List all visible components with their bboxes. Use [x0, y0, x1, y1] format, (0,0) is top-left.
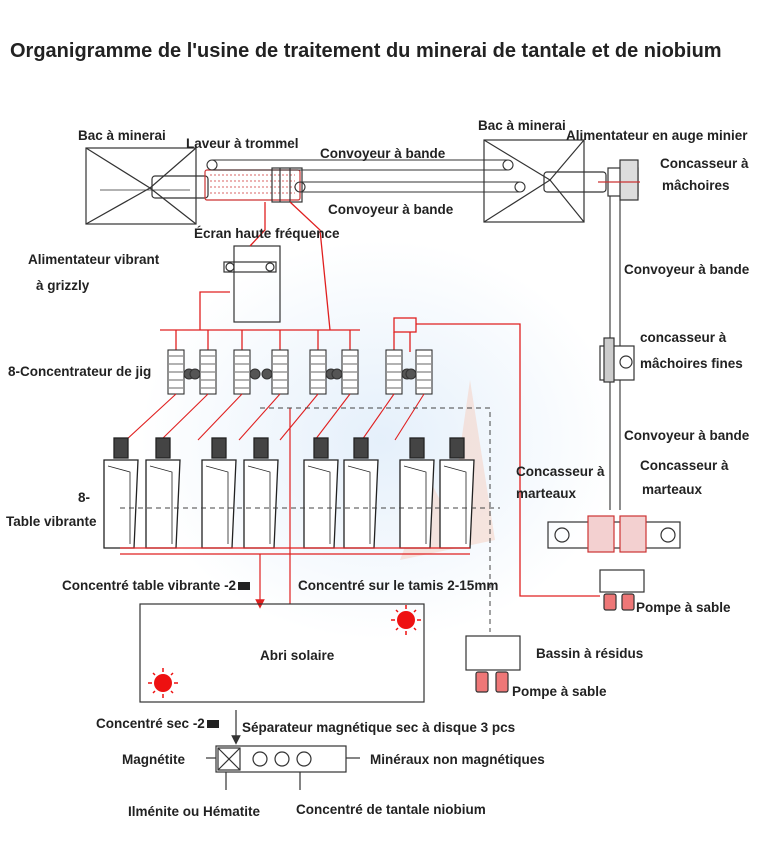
- mm-glyph: [206, 720, 219, 728]
- grizzly-feeder-label-2: à grizzly: [36, 278, 90, 293]
- hammer-crushers: [547, 515, 681, 553]
- jig-unit: [197, 349, 261, 441]
- concentrate-table-unit: -2: [224, 578, 237, 593]
- concentrate-table-text: Concentré table vibrante: [62, 578, 221, 593]
- sand-pump-label-2: Pompe à sable: [512, 684, 607, 699]
- vibrating-table-unit: [399, 437, 435, 549]
- solar-shelter: [139, 603, 425, 703]
- solar-shelter-label: Abri solaire: [260, 648, 335, 663]
- jig-unit: [125, 349, 195, 441]
- non-magnetic-label: Minéraux non magnétiques: [370, 752, 545, 767]
- fine-jaw-crusher: [599, 337, 635, 383]
- jig-unit: [394, 349, 433, 441]
- sump-right: [599, 569, 645, 611]
- high-frequency-screen: [223, 245, 281, 323]
- sun-icon: [391, 605, 421, 635]
- concentrate-flow: [120, 408, 470, 609]
- dry-concentrate-text: Concentré sec: [96, 716, 190, 731]
- page-title: Organigramme de l'usine de traitement du…: [10, 40, 722, 62]
- screen-label: Écran haute fréquence: [194, 226, 340, 241]
- ilmenite-label: Ilménite ou Hématite: [128, 804, 261, 819]
- fine-jaw-label-1: concasseur à: [640, 330, 727, 345]
- conveyor-second: [294, 181, 526, 193]
- concentrate-table-label: Concentré table vibrante -2: [62, 578, 251, 595]
- jig-unit: [314, 349, 359, 441]
- jaw-crusher-label-1: Concasseur à: [660, 156, 749, 171]
- magnetic-separator-label: Séparateur magnétique sec à disque 3 pcs: [242, 720, 516, 735]
- hammer-right-label-2: marteaux: [642, 482, 703, 497]
- vibrating-table-unit: [145, 437, 181, 549]
- sieve-concentrate-label: Concentré sur le tamis 2-15mm: [298, 578, 499, 593]
- conveyor-mid-label: Convoyeur à bande: [328, 202, 454, 217]
- mm-glyph: [238, 582, 251, 590]
- table-label-1: 8-: [78, 490, 91, 505]
- hammer-right-label-1: Concasseur à: [640, 458, 729, 473]
- conveyor-right-label-1: Convoyeur à bande: [624, 262, 750, 277]
- grizzly-feeder-label-1: Alimentateur vibrant: [28, 252, 160, 267]
- jig-label: 8-Concentrateur de jig: [8, 364, 152, 379]
- fine-jaw-label-2: mâchoires fines: [640, 356, 743, 371]
- conveyor-top: [206, 159, 514, 171]
- dry-concentrate-unit: -2: [192, 716, 205, 731]
- sand-pump-label-1: Pompe à sable: [636, 600, 731, 615]
- sun-icon: [148, 668, 178, 698]
- tailings-basin: [465, 635, 521, 693]
- trommel-label: Laveur à trommel: [186, 136, 299, 151]
- tailings-dashed: [120, 407, 500, 632]
- vibrating-table-unit: [343, 437, 379, 549]
- table-label-2: Table vibrante: [6, 514, 97, 529]
- jaw-crusher: [598, 159, 640, 201]
- tantalum-concentrate-label: Concentré de tantale niobium: [296, 802, 486, 817]
- trough-feeder-label: Alimentateur en auge minier: [566, 128, 748, 143]
- jaw-crusher-label-2: mâchoires: [662, 178, 730, 193]
- conveyor-right-label-2: Convoyeur à bande: [624, 428, 750, 443]
- ore-bin-left: [85, 147, 197, 225]
- vibrating-table-unit: [201, 437, 237, 549]
- vibrating-table-unit: [303, 437, 339, 549]
- vibrating-table-unit: [243, 437, 279, 549]
- vibrating-table-unit: [439, 437, 475, 549]
- jig-unit: [238, 349, 289, 441]
- ore-bin-left-label: Bac à minerai: [78, 128, 166, 143]
- jig-unit: [160, 349, 217, 441]
- hammer-left-label-2: marteaux: [516, 486, 577, 501]
- vibrating-tables: [103, 437, 475, 549]
- flow-lines-top: [160, 201, 600, 597]
- magnetic-separator: [206, 710, 360, 790]
- magnetite-label: Magnétite: [122, 752, 186, 767]
- conveyor-top-label: Convoyeur à bande: [320, 146, 446, 161]
- ore-bin-right-label: Bac à minerai: [478, 118, 566, 133]
- tailings-basin-label: Bassin à résidus: [536, 646, 644, 661]
- jig-concentrators: [125, 349, 433, 441]
- dry-concentrate-label: Concentré sec -2: [96, 716, 219, 733]
- hammer-left-label-1: Concasseur à: [516, 464, 605, 479]
